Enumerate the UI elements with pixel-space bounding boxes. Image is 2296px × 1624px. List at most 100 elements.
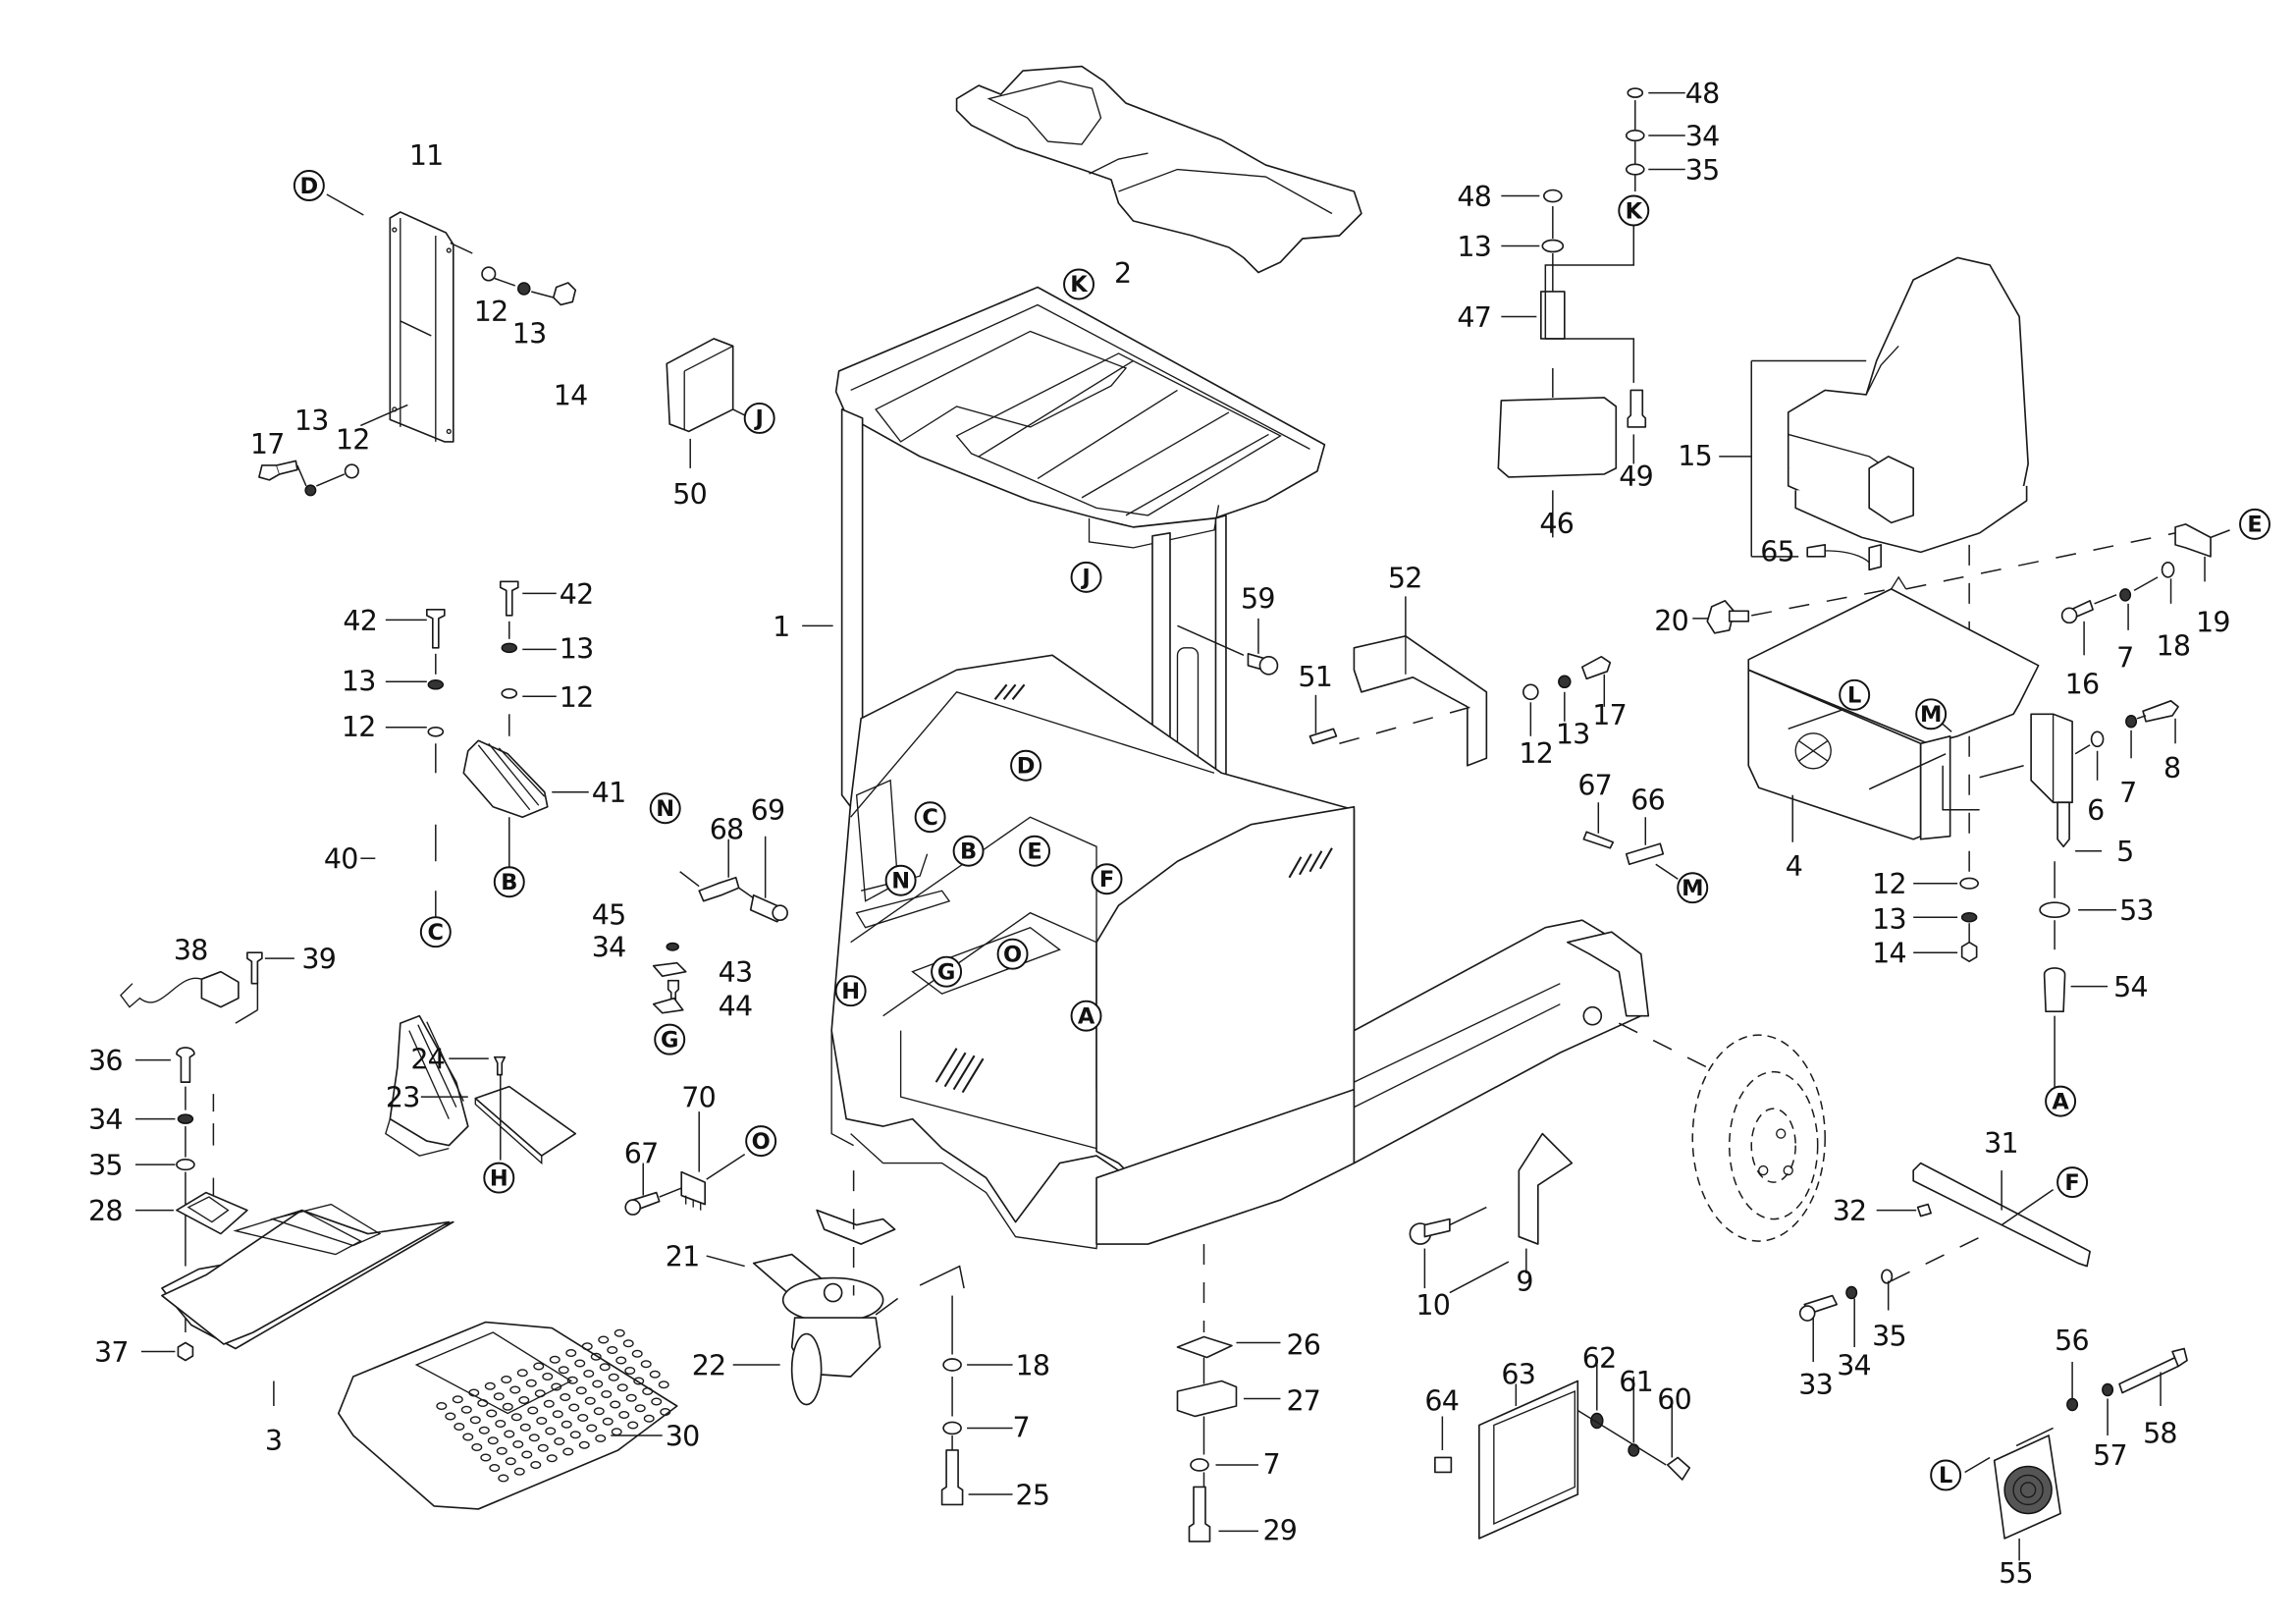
part-callout-34: 34	[592, 932, 626, 964]
mat-tread-hole	[484, 1381, 496, 1390]
reference-circle	[1677, 872, 1709, 904]
reference-circle	[1070, 1000, 1102, 1032]
mat-tread-hole	[554, 1437, 565, 1445]
part-callout-34: 34	[88, 1104, 123, 1136]
mat-tread-hole	[642, 1387, 654, 1395]
seat-part-15	[1719, 256, 2029, 884]
part-callout-14: 14	[554, 379, 588, 411]
reference-circle	[1839, 678, 1871, 711]
mat-tread-hole	[536, 1417, 548, 1425]
part-callout-57: 57	[2093, 1439, 2127, 1472]
mat-tread-hole	[462, 1433, 474, 1441]
reference-marker-B: B	[493, 866, 525, 898]
mat-tread-hole	[534, 1389, 546, 1398]
hardware-33-34-35	[1798, 1269, 1894, 1363]
reference-circle	[745, 1125, 777, 1158]
reference-marker-O: O	[996, 938, 1029, 970]
mat-tread-hole	[478, 1426, 490, 1435]
mat-tread-hole	[558, 1366, 569, 1375]
part-callout-12: 12	[1519, 737, 1553, 770]
bracket-part-11	[258, 193, 577, 497]
reference-letter: C	[922, 805, 938, 831]
mat-tread-hole	[477, 1399, 489, 1407]
part-callout-40: 40	[324, 843, 358, 876]
mat-tread-hole	[561, 1420, 572, 1429]
reference-circle	[1091, 863, 1123, 895]
reference-marker-D: D	[1010, 749, 1042, 782]
reference-marker-N: N	[884, 864, 917, 896]
mat-tread-hole	[436, 1402, 448, 1410]
mat-tread-hole	[498, 1474, 509, 1483]
mat-tread-hole	[658, 1380, 669, 1389]
mat-tread-hole	[452, 1395, 463, 1404]
reference-circle	[952, 835, 985, 867]
mat-tread-hole	[501, 1376, 512, 1383]
mat-tread-hole	[651, 1397, 663, 1406]
reference-circle	[1019, 835, 1051, 867]
mat-tread-hole	[445, 1412, 456, 1421]
part-callout-20: 20	[1654, 605, 1688, 637]
mat-tread-hole	[595, 1435, 607, 1442]
mat-tread-hole	[496, 1446, 507, 1455]
part-callout-67: 67	[624, 1138, 659, 1170]
part-callout-12: 12	[342, 711, 376, 743]
reference-circle	[1010, 749, 1042, 782]
reference-marker-L: L	[1930, 1459, 1962, 1491]
mat-tread-hole	[592, 1380, 604, 1388]
mat-tread-hole	[601, 1390, 613, 1398]
mat-tread-hole	[480, 1453, 492, 1462]
part-callout-5: 5	[2116, 836, 2133, 868]
mat-tread-hole	[631, 1349, 643, 1358]
reference-marker-F: F	[2056, 1166, 2089, 1199]
part-callout-8: 8	[2163, 752, 2180, 785]
mat-tread-hole	[454, 1423, 465, 1431]
mat-tread-hole	[519, 1423, 531, 1432]
reference-letter: A	[1078, 1003, 1095, 1029]
mat-tread-hole	[560, 1393, 571, 1401]
mat-tread-hole	[516, 1369, 528, 1378]
part-callout-9: 9	[1516, 1266, 1532, 1298]
part-callout-34: 34	[1837, 1350, 1871, 1382]
reference-letter: B	[501, 870, 517, 895]
part-callout-48: 48	[1457, 181, 1491, 213]
reference-circle	[483, 1162, 515, 1194]
mat-tread-hole	[578, 1440, 590, 1449]
mat-tread-hole	[487, 1436, 499, 1445]
part-callout-44: 44	[719, 991, 753, 1023]
part-callout-62: 62	[1582, 1342, 1617, 1375]
reference-circle	[2056, 1166, 2089, 1199]
fan-part-55	[1964, 1427, 2061, 1561]
part-callout-23: 23	[386, 1082, 420, 1114]
mat-tread-hole	[643, 1414, 655, 1423]
part-callout-59: 59	[1241, 582, 1275, 615]
part-callout-43: 43	[719, 956, 753, 989]
part-callout-69: 69	[751, 794, 785, 827]
mat-tread-hole	[584, 1396, 596, 1405]
part-callout-7: 7	[1013, 1411, 1030, 1443]
reference-marker-A: A	[2045, 1085, 2077, 1117]
part-callout-36: 36	[88, 1045, 123, 1077]
reference-circle	[996, 938, 1029, 970]
part-callout-51: 51	[1298, 661, 1332, 693]
label-part-64	[1434, 1416, 1453, 1474]
mat-tread-pattern	[436, 1328, 671, 1483]
reference-circle	[1070, 561, 1102, 593]
part-callout-46: 46	[1539, 508, 1574, 540]
mat-tread-hole	[569, 1431, 581, 1439]
reference-circle	[1063, 268, 1095, 300]
mat-tread-hole	[502, 1402, 513, 1411]
reference-marker-M: M	[1677, 872, 1709, 904]
reference-letter: O	[752, 1129, 771, 1155]
caster-hardware	[940, 1295, 1013, 1506]
part-callout-37: 37	[94, 1336, 129, 1369]
reference-letter: L	[1847, 683, 1861, 709]
part-callout-64: 64	[1424, 1384, 1459, 1417]
part-callout-18: 18	[2157, 629, 2191, 662]
lower-left-hardware	[134, 951, 294, 1362]
reference-marker-B: B	[952, 835, 985, 867]
mat-tread-hole	[581, 1342, 593, 1351]
mat-tread-hole	[640, 1360, 652, 1369]
mat-tread-hole	[624, 1367, 636, 1375]
part-callout-21: 21	[666, 1241, 700, 1273]
